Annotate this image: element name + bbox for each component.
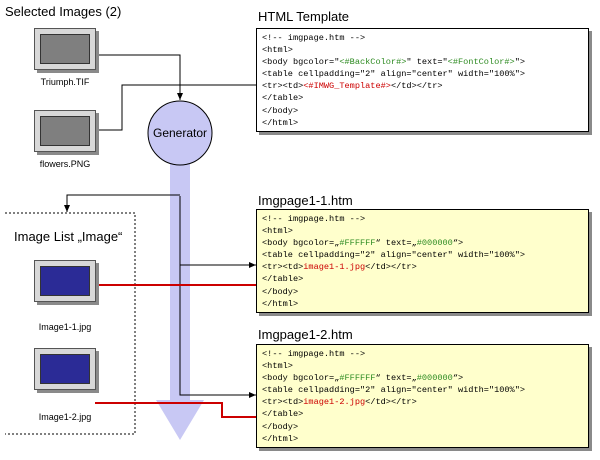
code-placeholder: #FFFFFF	[339, 373, 376, 384]
code-placeholder: <#FontColor#>	[447, 57, 515, 68]
output-page2-title: Imgpage1-2.htm	[258, 327, 353, 342]
code-text: </body>	[262, 421, 299, 432]
output-page2-code-box: <!-- imgpage.htm --> <html><body bgcolor=…	[256, 344, 589, 448]
code-text: <html>	[262, 361, 293, 372]
selected-images-title: Selected Images (2)	[5, 4, 122, 19]
code-text: </body>	[262, 105, 299, 116]
triumph-thumbnail	[34, 28, 96, 70]
code-line: <!-- imgpage.htm -->	[262, 213, 583, 225]
code-line: <!-- imgpage.htm -->	[262, 348, 583, 360]
generator-circle	[147, 100, 213, 166]
connector-generator-to-page2	[179, 265, 256, 398]
flowers-caption: flowers.PNG	[39, 159, 91, 169]
code-line: <html>	[262, 360, 583, 372]
code-line: <table cellpadding="2" align="center" wi…	[262, 384, 583, 396]
code-placeholder: <#IMWG_Template#>	[303, 81, 391, 92]
code-text: </td></tr>	[365, 397, 417, 408]
code-text: </html>	[262, 433, 299, 444]
code-text: <table cellpadding="2" align="center" wi…	[262, 250, 526, 261]
code-text: <tr><td>	[262, 81, 304, 92]
connector-generator-to-image-list	[64, 194, 180, 212]
image1-1-caption: Image1-1.jpg	[38, 322, 92, 332]
code-line: </html>	[262, 298, 583, 310]
code-text: ">	[514, 57, 526, 68]
image-list-frame	[5, 212, 136, 435]
blue-image-icon	[40, 354, 90, 384]
output-page1-code-box: <!-- imgpage.htm --> <html><body bgcolor=…	[256, 209, 589, 313]
code-line: </html>	[262, 117, 583, 129]
code-text: <table cellpadding="2" align="center" wi…	[262, 69, 526, 80]
code-text: <html>	[262, 45, 293, 56]
code-text: <tr><td>	[262, 262, 304, 273]
image1-1-thumbnail	[34, 260, 96, 302]
image1-2-thumbnail	[34, 348, 96, 390]
code-line: <!-- imgpage.htm -->	[262, 32, 583, 44]
generator-label: Generator	[152, 126, 208, 140]
code-text: <!-- imgpage.htm -->	[262, 349, 366, 359]
code-line: <html>	[262, 225, 583, 237]
code-text: “ text=„	[375, 373, 417, 384]
code-placeholder: #000000	[416, 373, 453, 384]
code-placeholder: #FFFFFF	[339, 238, 376, 249]
code-line: <body bgcolor=„#FFFFFF“ text=„#000000“>	[262, 372, 583, 384]
code-text: </td></tr>	[390, 81, 443, 92]
flowers-thumbnail	[34, 110, 96, 152]
code-line: <body bgcolor="<#BackColor#>" text="<#Fo…	[262, 56, 583, 68]
grey-image-icon	[40, 116, 90, 146]
template-code-box: <!-- imgpage.htm --> <html><body bgcolor=…	[256, 28, 589, 132]
code-text: <body bgcolor=„	[262, 238, 340, 249]
code-text: “>	[452, 238, 464, 249]
code-line: <body bgcolor=„#FFFFFF“ text=„#000000“>	[262, 237, 583, 249]
connector-generator-to-page1	[179, 196, 256, 268]
code-text: <body bgcolor="	[262, 57, 340, 68]
code-placeholder: image1-1.jpg	[303, 262, 366, 273]
code-text: </html>	[262, 117, 299, 128]
code-text: </table>	[262, 93, 304, 104]
code-text: </table>	[262, 274, 304, 285]
code-text: <html>	[262, 226, 293, 237]
code-line: <html>	[262, 44, 583, 56]
code-line: </body>	[262, 105, 583, 117]
code-text: <tr><td>	[262, 397, 304, 408]
code-line: </table>	[262, 92, 583, 104]
template-title: HTML Template	[258, 9, 350, 24]
connector-flowers-to-generator	[95, 84, 180, 131]
blue-image-icon	[40, 266, 90, 296]
triumph-caption: Triumph.TIF	[40, 77, 90, 87]
image1-2-caption: Image1-2.jpg	[38, 412, 92, 422]
code-text: “ text=„	[375, 238, 417, 249]
code-text: </body>	[262, 286, 299, 297]
code-text: </html>	[262, 298, 299, 309]
code-line: <tr><td>image1-2.jpg</td></tr>	[262, 396, 583, 408]
code-text: <body bgcolor=„	[262, 373, 340, 384]
code-line: <tr><td><#IMWG_Template#></td></tr>	[262, 80, 583, 92]
code-placeholder: #000000	[416, 238, 453, 249]
code-line: <tr><td>image1-1.jpg</td></tr>	[262, 261, 583, 273]
code-text: <!-- imgpage.htm -->	[262, 214, 366, 224]
code-line: </body>	[262, 286, 583, 298]
code-line: <table cellpadding="2" align="center" wi…	[262, 249, 583, 261]
code-text: " text="	[406, 57, 448, 68]
output-page1-title: Imgpage1-1.htm	[258, 193, 353, 208]
code-text: <table cellpadding="2" align="center" wi…	[262, 385, 526, 396]
code-text: </td></tr>	[365, 262, 417, 273]
code-text: </table>	[262, 409, 304, 420]
image-list-title: Image List „Image“	[14, 229, 123, 244]
code-line: <table cellpadding="2" align="center" wi…	[262, 68, 583, 80]
code-placeholder: <#BackColor#>	[339, 57, 407, 68]
code-text: “>	[452, 373, 464, 384]
code-line: </body>	[262, 421, 583, 433]
code-text: <!-- imgpage.htm -->	[262, 33, 366, 43]
code-line: </html>	[262, 433, 583, 445]
code-placeholder: image1-2.jpg	[303, 397, 366, 408]
grey-image-icon	[40, 34, 90, 64]
code-line: </table>	[262, 408, 583, 420]
code-line: </table>	[262, 273, 583, 285]
connector-triumph-to-generator	[95, 54, 183, 100]
